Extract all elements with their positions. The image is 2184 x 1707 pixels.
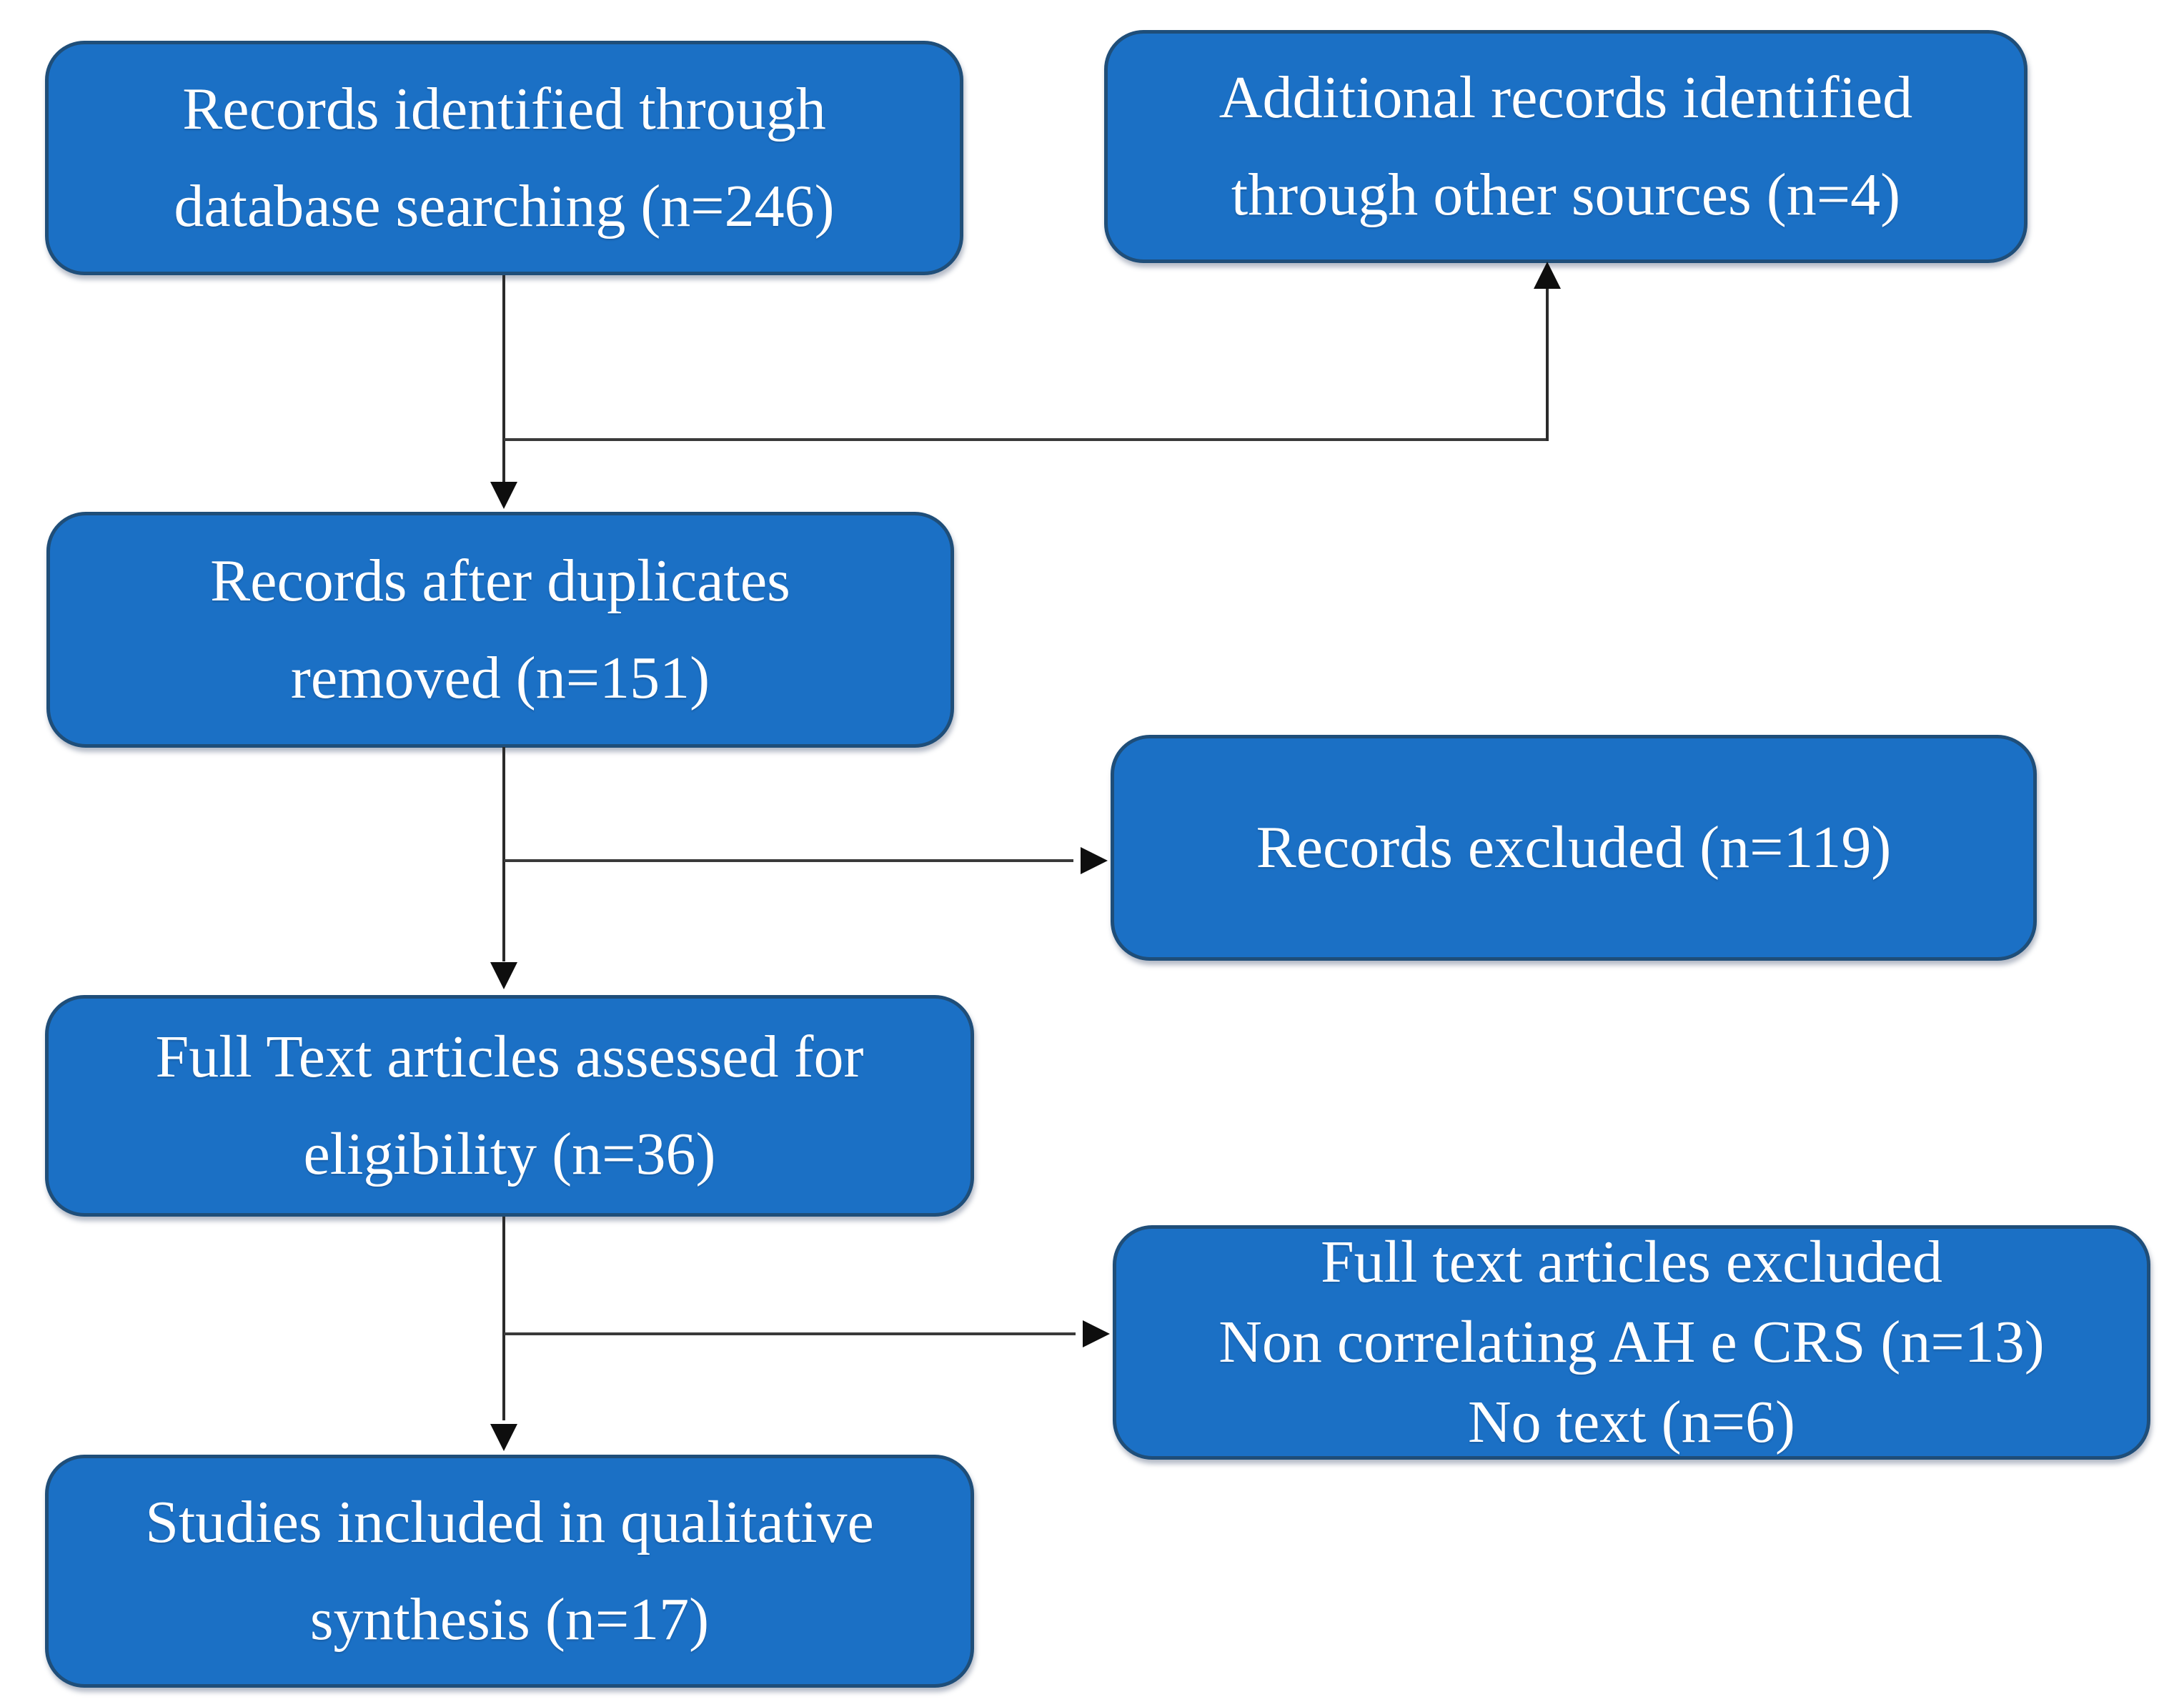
connector-to-additional-records-horizontal-line [504,438,1549,441]
flow-box-full-text-excluded: Full text articles excluded Non correlat… [1113,1225,2150,1460]
box-text-line: Additional records identified [1218,64,1913,131]
box-text-line: Records excluded (n=119) [1256,813,1892,881]
box-text-line: removed (n=151) [290,645,710,711]
box-text-line: Studies included in qualitative [145,1488,874,1555]
arrowhead-right-icon [1081,847,1108,874]
box-text-line: Full text articles excluded [1320,1229,1943,1296]
flow-box-records-identified: Records identified through database sear… [45,41,963,275]
connector-to-full-text-excluded-line [504,1332,1076,1335]
box-text-line: through other sources (n=4) [1231,162,1901,228]
box-text-line: eligibility (n=36) [303,1121,716,1187]
connector-duplicates-to-assessed-line [502,747,505,961]
box-text-line: synthesis (n=17) [309,1586,710,1653]
connector-identified-to-duplicates-line [502,275,505,486]
box-text-line: Non correlating AH e CRS (n=13) [1218,1309,2045,1376]
connector-assessed-to-included-line [502,1217,505,1420]
arrowhead-down-icon [490,962,517,989]
box-text-line: database searching (n=246) [174,173,835,239]
flow-box-studies-included: Studies included in qualitative synthesi… [45,1455,974,1688]
box-text-line: Records identified through [182,75,826,142]
arrowhead-right-icon [1083,1320,1110,1347]
arrowhead-down-icon [490,482,517,509]
flow-box-records-after-duplicates: Records after duplicates removed (n=151) [46,512,954,748]
flow-box-full-text-assessed: Full Text articles assessed for eligibil… [45,995,974,1217]
box-text-line: No text (n=6) [1468,1388,1795,1455]
box-text-line: Full Text articles assessed for [155,1023,864,1090]
arrowhead-up-icon [1534,262,1561,289]
flow-box-additional-records: Additional records identified through ot… [1104,30,2027,263]
flow-box-records-excluded: Records excluded (n=119) [1111,735,2037,961]
connector-to-additional-records-vertical-line [1546,284,1549,441]
arrowhead-down-icon [490,1424,517,1451]
connector-to-records-excluded-line [504,859,1073,862]
box-text-line: Records after duplicates [210,547,790,614]
